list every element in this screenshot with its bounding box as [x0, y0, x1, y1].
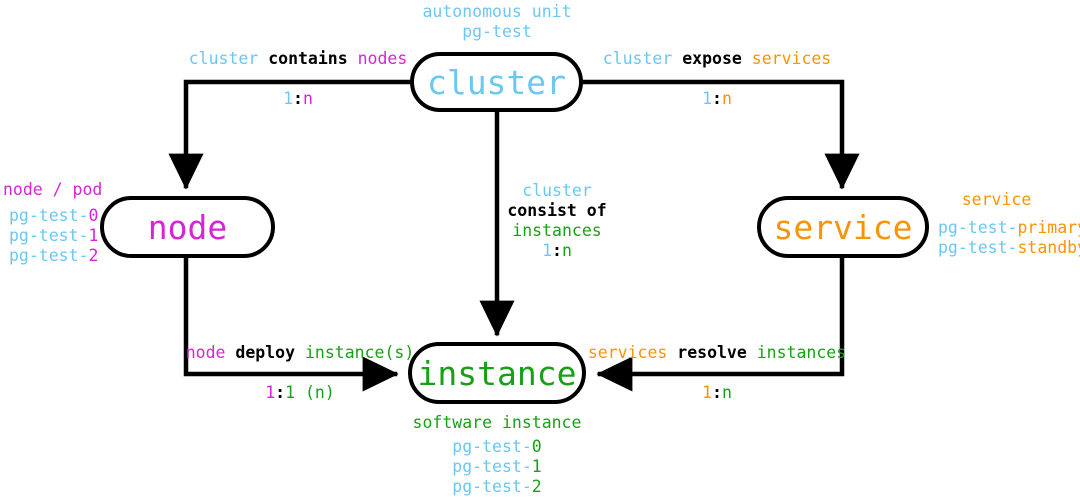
- rel-0-verb: contains: [268, 49, 348, 68]
- caption-service-item-0: pg-test-primary: [938, 218, 1080, 238]
- caption-cluster: autonomous unit pg-test: [422, 2, 571, 42]
- instance-item-0-suffix: 0: [531, 437, 542, 456]
- service-item-1-suffix: standby: [1017, 238, 1080, 257]
- entity-instance[interactable]: instance: [408, 342, 586, 404]
- node-item-2-suffix: 2: [88, 246, 99, 265]
- rel-4-object: instances: [756, 343, 847, 362]
- service-item-1-prefix: pg-test-: [938, 238, 1018, 257]
- instance-item-1-suffix: 1: [531, 457, 542, 476]
- rel-4-subject: services: [587, 343, 668, 362]
- node-item-2-prefix: pg-test-: [9, 246, 89, 265]
- caption-node: node / pod pg-test-0 pg-test-1 pg-test-2: [3, 180, 102, 266]
- service-item-0-suffix: primary: [1017, 218, 1080, 237]
- relation-cluster-contains-nodes-label: cluster contains nodes: [189, 49, 408, 69]
- edge-cluster-contains-nodes: [168, 79, 413, 190]
- rel-1-card-left: 1: [702, 89, 713, 108]
- caption-instance-title: software instance: [412, 413, 582, 432]
- caption-service-item-1: pg-test-standby: [938, 238, 1080, 258]
- rel-3-subject: node: [185, 343, 226, 362]
- rel-0-card-left: 1: [283, 89, 294, 108]
- entity-service[interactable]: service: [757, 196, 929, 258]
- node-item-0-suffix: 0: [88, 206, 99, 225]
- edge-node-deploy-instances: [183, 255, 399, 392]
- entity-cluster-label: cluster: [426, 62, 567, 102]
- caption-cluster-line-1: autonomous unit: [422, 2, 572, 21]
- relation-node-deploy-instances-cardinality: 1:1 (n): [265, 383, 335, 403]
- edge-services-resolve-instances: [596, 255, 845, 392]
- rel-1-subject: cluster: [602, 49, 673, 68]
- rel-1-card-right: n: [721, 89, 732, 108]
- rel-0-card-sep: :: [293, 89, 303, 108]
- relation-cluster-contains-nodes-cardinality: 1:n: [283, 89, 313, 109]
- relation-cluster-expose-services-cardinality: 1:n: [702, 89, 732, 109]
- relation-services-resolve-instances-label: services resolve instances: [588, 343, 846, 363]
- relation-node-deploy-instances-label: node deploy instance(s): [186, 343, 415, 363]
- instance-item-1-prefix: pg-test-: [452, 457, 532, 476]
- instance-item-2-suffix: 2: [531, 477, 542, 496]
- entity-node-label: node: [147, 207, 228, 247]
- rel-0-subject: cluster: [188, 49, 259, 68]
- rel-4-card-right: n: [721, 383, 732, 402]
- rel-3-card-left: 1: [265, 383, 276, 402]
- caption-service: service pg-test-primary pg-test-standby: [938, 190, 1080, 258]
- rel-2-object: instances: [512, 221, 602, 240]
- rel-0-object: nodes: [357, 49, 408, 68]
- rel-2-card-sep: :: [552, 241, 562, 260]
- caption-service-title: service: [961, 190, 1032, 209]
- relation-cluster-consist-of-instances-cardinality: 1:n: [507, 241, 606, 261]
- rel-4-verb: resolve: [677, 343, 747, 362]
- rel-2-card-right: n: [561, 241, 572, 260]
- instance-item-0-prefix: pg-test-: [452, 437, 532, 456]
- caption-instance-item-0: pg-test-0: [413, 437, 582, 457]
- entity-node[interactable]: node: [100, 196, 275, 258]
- caption-node-item-2: pg-test-2: [3, 246, 102, 266]
- entity-instance-label: instance: [417, 353, 577, 393]
- caption-instance: software instance pg-test-0 pg-test-1 pg…: [413, 413, 582, 497]
- rel-3-card-right: 1 (n): [285, 383, 335, 402]
- rel-1-verb: expose: [682, 49, 742, 68]
- edge-cluster-expose-services: [580, 79, 860, 190]
- rel-2-verb: consist of: [507, 201, 607, 220]
- node-item-0-prefix: pg-test-: [9, 206, 89, 225]
- rel-4-card-left: 1: [702, 383, 713, 402]
- caption-instance-item-1: pg-test-1: [413, 457, 582, 477]
- rel-4-card-sep: :: [712, 383, 722, 402]
- rel-3-card-sep: :: [275, 383, 286, 402]
- relation-services-resolve-instances-cardinality: 1:n: [702, 383, 732, 403]
- rel-1-card-sep: :: [712, 89, 722, 108]
- rel-1-object: services: [751, 49, 832, 68]
- node-item-1-suffix: 1: [88, 226, 99, 245]
- rel-2-card-left: 1: [542, 241, 553, 260]
- caption-node-item-0: pg-test-0: [3, 206, 102, 226]
- instance-item-2-prefix: pg-test-: [452, 477, 532, 496]
- entity-service-label: service: [773, 207, 913, 247]
- rel-3-verb: deploy: [235, 343, 296, 362]
- relation-cluster-consist-of-instances-label: cluster consist of instances 1:n: [507, 181, 606, 261]
- node-item-1-prefix: pg-test-: [9, 226, 89, 245]
- rel-0-card-right: n: [302, 89, 313, 108]
- caption-node-title: node / pod: [3, 180, 103, 199]
- caption-node-item-1: pg-test-1: [3, 226, 102, 246]
- service-item-0-prefix: pg-test-: [938, 218, 1018, 237]
- rel-3-object: instance(s): [304, 343, 415, 362]
- entity-cluster[interactable]: cluster: [410, 52, 583, 112]
- rel-2-subject: cluster: [522, 181, 592, 200]
- caption-instance-item-2: pg-test-2: [413, 477, 582, 497]
- relation-cluster-expose-services-label: cluster expose services: [603, 49, 832, 69]
- caption-cluster-line-2: pg-test: [462, 22, 532, 41]
